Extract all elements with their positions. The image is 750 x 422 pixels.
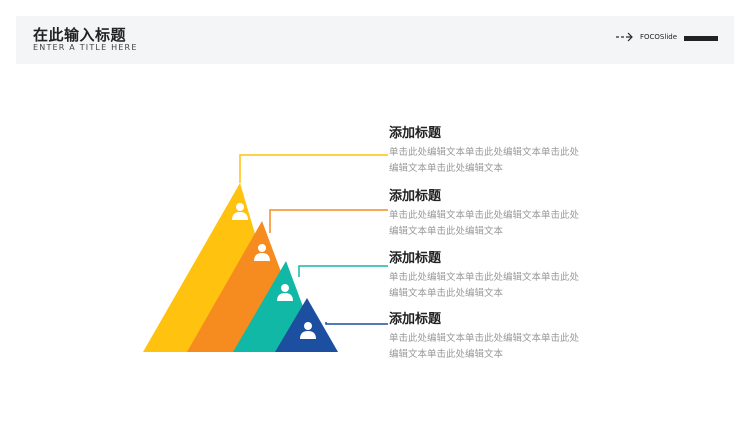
level-2-body-line-2: 编辑文本单击此处编辑文本 (389, 226, 504, 237)
header-bar: 在此输入标题 ENTER A TITLE HERE FOCOSlide (16, 16, 734, 64)
level-2-text: 添加标题 单击此处编辑文本单击此处编辑文本单击此处 编辑文本单击此处编辑文本 (389, 188, 609, 240)
level-3-body: 单击此处编辑文本单击此处编辑文本单击此处 编辑文本单击此处编辑文本 (389, 270, 609, 302)
level-1-body-line-1: 单击此处编辑文本单击此处编辑文本单击此处 (389, 147, 580, 158)
brand-label: FOCOSlide (640, 33, 678, 41)
page-subtitle: ENTER A TITLE HERE (33, 43, 138, 52)
level-4-text: 添加标题 单击此处编辑文本单击此处编辑文本单击此处 编辑文本单击此处编辑文本 (389, 311, 609, 363)
level-2-body: 单击此处编辑文本单击此处编辑文本单击此处 编辑文本单击此处编辑文本 (389, 208, 609, 240)
level-2-body-line-1: 单击此处编辑文本单击此处编辑文本单击此处 (389, 210, 580, 221)
level-3-title: 添加标题 (389, 251, 442, 266)
level-1-text: 添加标题 单击此处编辑文本单击此处编辑文本单击此处 编辑文本单击此处编辑文本 (389, 125, 609, 177)
arrow-right-icon (616, 32, 633, 42)
level-1-title: 添加标题 (389, 126, 442, 141)
brand-bar (684, 36, 718, 41)
person-icon (232, 203, 248, 220)
level-4-title: 添加标题 (389, 312, 442, 327)
connector-3 (298, 265, 388, 277)
level-1-body: 单击此处编辑文本单击此处编辑文本单击此处 编辑文本单击此处编辑文本 (389, 145, 609, 177)
person-icon (254, 244, 270, 261)
level-3-body-line-2: 编辑文本单击此处编辑文本 (389, 288, 504, 299)
connector-1 (239, 154, 388, 183)
person-icon (300, 322, 316, 339)
connector-2 (269, 209, 388, 233)
level-4-body-line-1: 单击此处编辑文本单击此处编辑文本单击此处 (389, 333, 580, 344)
page-title: 在此输入标题 (33, 26, 127, 44)
person-icon (277, 284, 293, 301)
level-1-body-line-2: 编辑文本单击此处编辑文本 (389, 163, 504, 174)
level-3-text: 添加标题 单击此处编辑文本单击此处编辑文本单击此处 编辑文本单击此处编辑文本 (389, 250, 609, 302)
connector-4 (325, 322, 388, 325)
level-3-body-line-1: 单击此处编辑文本单击此处编辑文本单击此处 (389, 272, 580, 283)
level-4-body: 单击此处编辑文本单击此处编辑文本单击此处 编辑文本单击此处编辑文本 (389, 331, 609, 363)
level-4-body-line-2: 编辑文本单击此处编辑文本 (389, 349, 504, 360)
level-2-title: 添加标题 (389, 189, 442, 204)
